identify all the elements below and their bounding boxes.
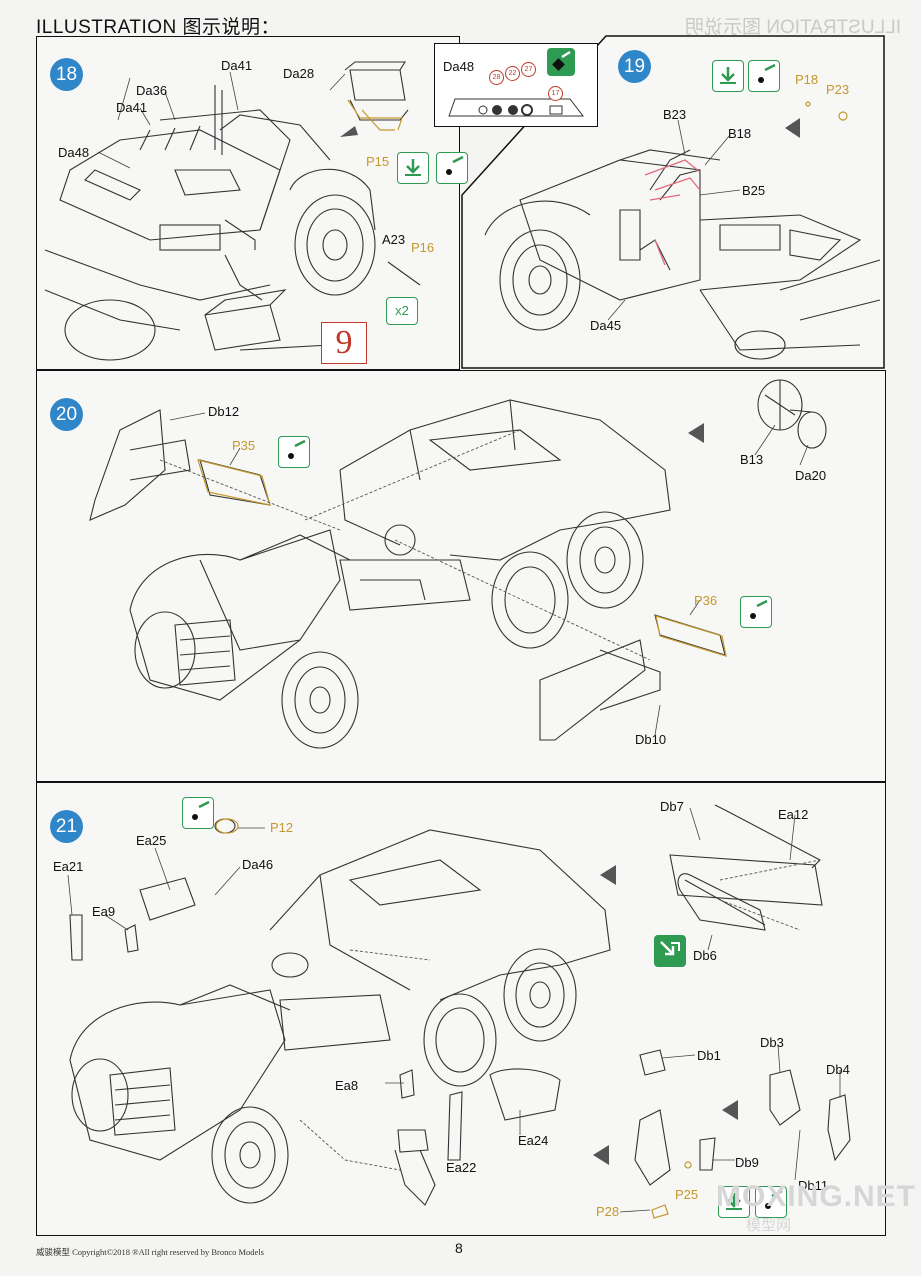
label-da20: Da20 xyxy=(795,468,827,483)
copyright-footer: 威骏模型 Copyright©2018 ®All right reserved … xyxy=(36,1247,264,1257)
paint-icon-step-20-top xyxy=(278,436,310,468)
label-da41-left: Da41 xyxy=(116,100,148,115)
x2-badge: x2 xyxy=(386,297,418,325)
label-b23: B23 xyxy=(663,107,687,122)
reference-step-9: 9 xyxy=(321,322,367,364)
label-p28: P28 xyxy=(596,1204,620,1219)
label-ea21: Ea21 xyxy=(53,859,84,874)
page-title: ILLUSTRATION 图示说明： xyxy=(36,17,281,38)
label-db9: Db9 xyxy=(735,1155,759,1170)
inset-label-da48: Da48 xyxy=(443,59,475,74)
step-21-badge: 21 xyxy=(50,810,83,843)
label-db6: Db6 xyxy=(693,948,717,963)
label-b18: B18 xyxy=(728,126,752,141)
inset-callout-22: 22 xyxy=(505,66,520,81)
label-da45: Da45 xyxy=(590,318,622,333)
label-da28: Da28 xyxy=(283,66,315,81)
label-p25: P25 xyxy=(675,1187,699,1202)
label-p15: P15 xyxy=(366,154,390,169)
paint-icon-step-19 xyxy=(748,60,780,92)
step-21-panel xyxy=(36,782,886,1236)
label-p23: P23 xyxy=(826,82,850,97)
label-ea8: Ea8 xyxy=(335,1078,359,1093)
label-a23: A23 xyxy=(382,232,406,247)
label-b25: B25 xyxy=(742,183,766,198)
dashboard-panel-drawing xyxy=(448,98,585,117)
label-ea12: Ea12 xyxy=(778,807,809,822)
step-18-chassis-drawing xyxy=(44,61,421,361)
label-db10: Db10 xyxy=(635,732,667,747)
step-20-panel xyxy=(36,370,886,782)
label-p16: P16 xyxy=(411,240,435,255)
cement-icon xyxy=(654,935,686,967)
paint-icon xyxy=(436,152,468,184)
label-db4: Db4 xyxy=(826,1062,850,1077)
paint-icon-step-21 xyxy=(182,797,214,829)
step-20-badge: 20 xyxy=(50,398,83,431)
label-ea24: Ea24 xyxy=(518,1133,549,1148)
site-watermark: MOXING.NET xyxy=(716,1180,917,1213)
glue-icon-step-21 xyxy=(718,1186,750,1218)
label-da36: Da36 xyxy=(136,83,168,98)
label-p35: P35 xyxy=(232,438,256,453)
label-ea22: Ea22 xyxy=(446,1160,477,1175)
step-20-truck-drawing xyxy=(89,379,827,749)
step-19-badge: 19 xyxy=(618,50,651,83)
label-b13: B13 xyxy=(740,452,764,467)
glue-icon xyxy=(397,152,429,184)
inset-callout-28: 28 xyxy=(489,70,504,85)
glue-icon-step-19 xyxy=(712,60,744,92)
inset-callout-17: 17 xyxy=(548,86,563,101)
dashboard-inset: Da48 28 22 27 17 xyxy=(434,43,598,127)
label-ea25: Ea25 xyxy=(136,833,167,848)
step-19-cab-drawing xyxy=(484,149,881,360)
paint-icon-step-20-right xyxy=(740,596,772,628)
label-da48-left: Da48 xyxy=(58,145,90,160)
label-db1: Db1 xyxy=(697,1048,721,1063)
step-18-badge: 18 xyxy=(50,58,83,91)
label-p36: P36 xyxy=(694,593,718,608)
site-watermark-cn: 模型网 xyxy=(746,1217,792,1234)
page-number: 8 xyxy=(455,1240,463,1256)
label-p12: P12 xyxy=(270,820,294,835)
label-db3: Db3 xyxy=(760,1035,784,1050)
label-ea9: Ea9 xyxy=(92,904,116,919)
step-21-truck-drawing xyxy=(69,804,851,1206)
paint-icon-filled xyxy=(547,48,575,76)
label-db11: Db11 xyxy=(798,1178,829,1193)
label-db12: Db12 xyxy=(208,404,240,419)
label-db7: Db7 xyxy=(660,799,684,814)
paint-icon-step-21-bottom xyxy=(755,1186,787,1218)
label-da46: Da46 xyxy=(242,857,274,872)
label-da41-top: Da41 xyxy=(221,58,253,73)
inset-callout-27: 27 xyxy=(521,62,536,77)
label-p18: P18 xyxy=(795,72,819,87)
